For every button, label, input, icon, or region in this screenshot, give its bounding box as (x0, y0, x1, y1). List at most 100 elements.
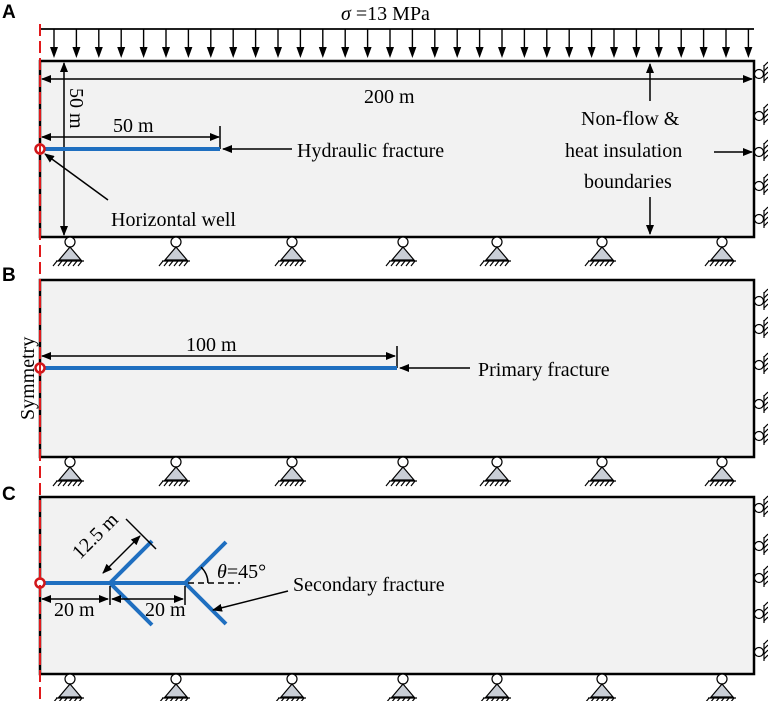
load-arrow-icon (229, 29, 238, 58)
load-arrow-icon (587, 29, 596, 58)
side-roller-support-icon (753, 139, 768, 161)
load-arrow-icon (654, 29, 663, 58)
side-roller-support-icon (753, 423, 768, 445)
roller-support-icon (385, 236, 417, 267)
roller-support-icon (274, 236, 306, 267)
panel-letter-c: C (2, 484, 16, 505)
panel-letter-b: B (2, 265, 16, 286)
angle-label: =45° (227, 561, 266, 583)
load-arrow-icon (677, 29, 686, 58)
load-arrow-icon (699, 29, 708, 58)
spacing-label-2: 20 m (145, 599, 186, 621)
load-arrow-icon (363, 29, 372, 58)
fracture-length-label-a: 50 m (113, 115, 154, 137)
boundary-label-line1: Non-flow & (581, 108, 680, 130)
roller-support-icon (275, 673, 306, 701)
load-arrow-icon (744, 29, 753, 58)
stress-value-label: =13 MPa (351, 3, 430, 25)
width-label: 200 m (364, 86, 415, 108)
load-arrow-icon (408, 29, 417, 58)
horizontal-well-label: Horizontal well (111, 209, 236, 231)
load-arrows (50, 29, 753, 58)
load-arrow-icon (520, 29, 529, 58)
height-label: 50 m (65, 88, 87, 129)
side-roller-support-icon (753, 601, 768, 623)
side-roller-support-icon (753, 639, 768, 661)
roller-support-icon (385, 456, 417, 487)
roller-support-icon (52, 456, 84, 487)
side-roller-support-icon (753, 495, 768, 517)
roller-support-icon (479, 236, 511, 267)
roller-support-icon (704, 456, 736, 487)
load-arrow-icon (50, 29, 58, 58)
stress-symbol: σ (341, 3, 352, 25)
primary-fracture-label: Primary fracture (478, 359, 610, 381)
side-roller-support-icon (753, 352, 768, 374)
load-arrow-icon (475, 29, 484, 58)
load-arrow-icon (72, 29, 81, 58)
load-arrow-icon (251, 29, 260, 58)
load-arrow-icon (542, 29, 551, 58)
side-roller-support-icon (753, 565, 768, 587)
roller-support-icon (704, 236, 736, 267)
bottom-supports (52, 236, 736, 701)
svg-text:θ=45°: θ=45° (217, 561, 266, 583)
secondary-fracture-network (42, 539, 228, 627)
load-arrow-icon (632, 29, 641, 58)
side-roller-support-icon (753, 316, 768, 338)
roller-support-icon (386, 673, 417, 701)
load-arrow-icon (139, 29, 148, 58)
load-arrow-icon (162, 29, 170, 58)
roller-support-icon (480, 673, 511, 701)
side-roller-support-icon (753, 288, 768, 310)
load-arrow-icon (565, 29, 574, 58)
load-arrow-icon (341, 29, 350, 58)
load-arrow-icon (722, 29, 730, 58)
load-arrow-icon (610, 29, 618, 58)
roller-support-icon (705, 673, 736, 701)
roller-support-icon (158, 236, 190, 267)
load-arrow-icon (430, 29, 439, 58)
side-roller-support-icon (753, 103, 768, 125)
side-roller-support-icon (753, 391, 768, 413)
symmetry-label: Symmetry (17, 337, 39, 420)
branch-length-dimension (102, 535, 141, 574)
boundary-label-line3: boundaries (584, 171, 672, 193)
secondary-fracture-label: Secondary fracture (293, 574, 445, 596)
load-arrow-icon (498, 29, 506, 58)
side-roller-support-icon (753, 206, 768, 228)
roller-support-icon (585, 673, 616, 701)
boundary-label-line2: heat insulation (565, 140, 682, 162)
roller-support-icon (158, 456, 190, 487)
load-arrow-icon (117, 29, 126, 58)
roller-support-icon (584, 456, 616, 487)
angle-arc (200, 566, 209, 584)
domain-c (38, 495, 756, 676)
load-arrow-icon (94, 29, 103, 58)
roller-support-icon (52, 236, 84, 267)
side-roller-support-icon (753, 173, 768, 195)
hydraulic-fracture-label: Hydraulic fracture (297, 140, 444, 162)
load-arrow-icon (296, 29, 305, 58)
load-arrow-icon (206, 29, 215, 58)
load-arrow-icon (386, 29, 394, 58)
side-roller-support-icon (753, 533, 768, 555)
side-roller-support-icon (753, 61, 768, 83)
fracture-length-label-b: 100 m (186, 334, 237, 356)
load-arrow-icon (274, 29, 282, 58)
load-arrow-icon (318, 29, 327, 58)
theta-symbol: θ (217, 561, 227, 583)
load-arrow-icon (184, 29, 193, 58)
side-supports (753, 61, 768, 661)
roller-support-icon (584, 236, 616, 267)
panel-letter-a: A (2, 2, 16, 23)
load-arrow-icon (453, 29, 462, 58)
spacing-label-1: 20 m (54, 599, 95, 621)
roller-support-icon (479, 456, 511, 487)
distributed-load (40, 28, 754, 58)
roller-support-icon (274, 456, 306, 487)
roller-support-icon (159, 673, 190, 701)
svg-text:σ =13 MPa: σ =13 MPa (341, 3, 430, 25)
roller-support-icon (53, 673, 84, 701)
